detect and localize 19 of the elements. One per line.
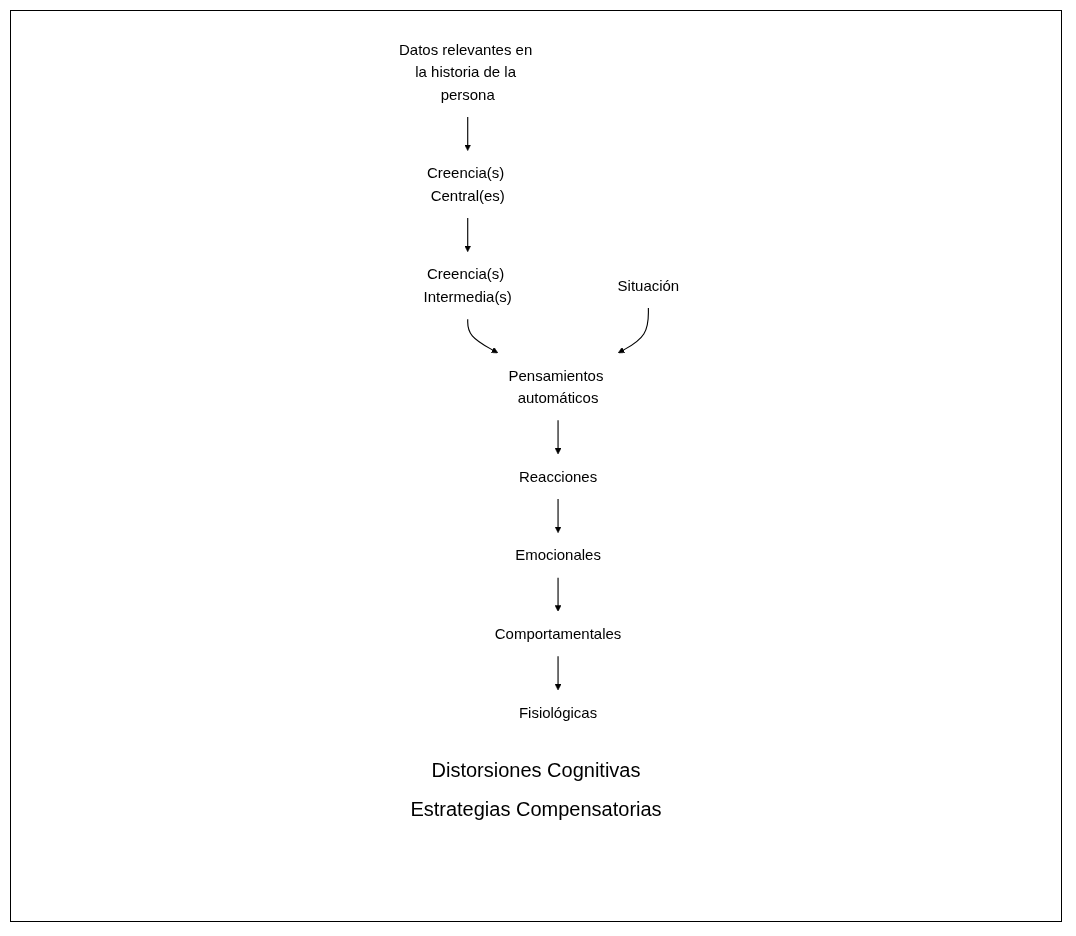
node-text: Reacciones bbox=[518, 468, 598, 485]
node-text: Comportamentales bbox=[494, 625, 622, 643]
node-text: Datos relevantes en la historia de la persona bbox=[399, 41, 533, 103]
arrow bbox=[554, 577, 562, 612]
arrow bbox=[464, 217, 471, 253]
arrow bbox=[467, 318, 499, 354]
arrow bbox=[617, 307, 649, 354]
arrow bbox=[554, 655, 562, 691]
note-text: Distorsiones Cognitivas bbox=[431, 759, 641, 782]
node-text: Fisiológicas bbox=[518, 704, 598, 721]
arrow bbox=[554, 498, 562, 533]
node-text: Pensamientos automáticos bbox=[508, 367, 604, 407]
note-text: Estrategias Compensatorias bbox=[410, 798, 662, 821]
node-text: Situación bbox=[617, 277, 680, 294]
arrow bbox=[554, 419, 562, 455]
arrow bbox=[464, 116, 471, 151]
node-text: Emocionales bbox=[515, 546, 601, 564]
node-text: Creencia(s) Intermedia(s) bbox=[423, 265, 512, 305]
node-text: Creencia(s) Central(es) bbox=[426, 164, 505, 204]
